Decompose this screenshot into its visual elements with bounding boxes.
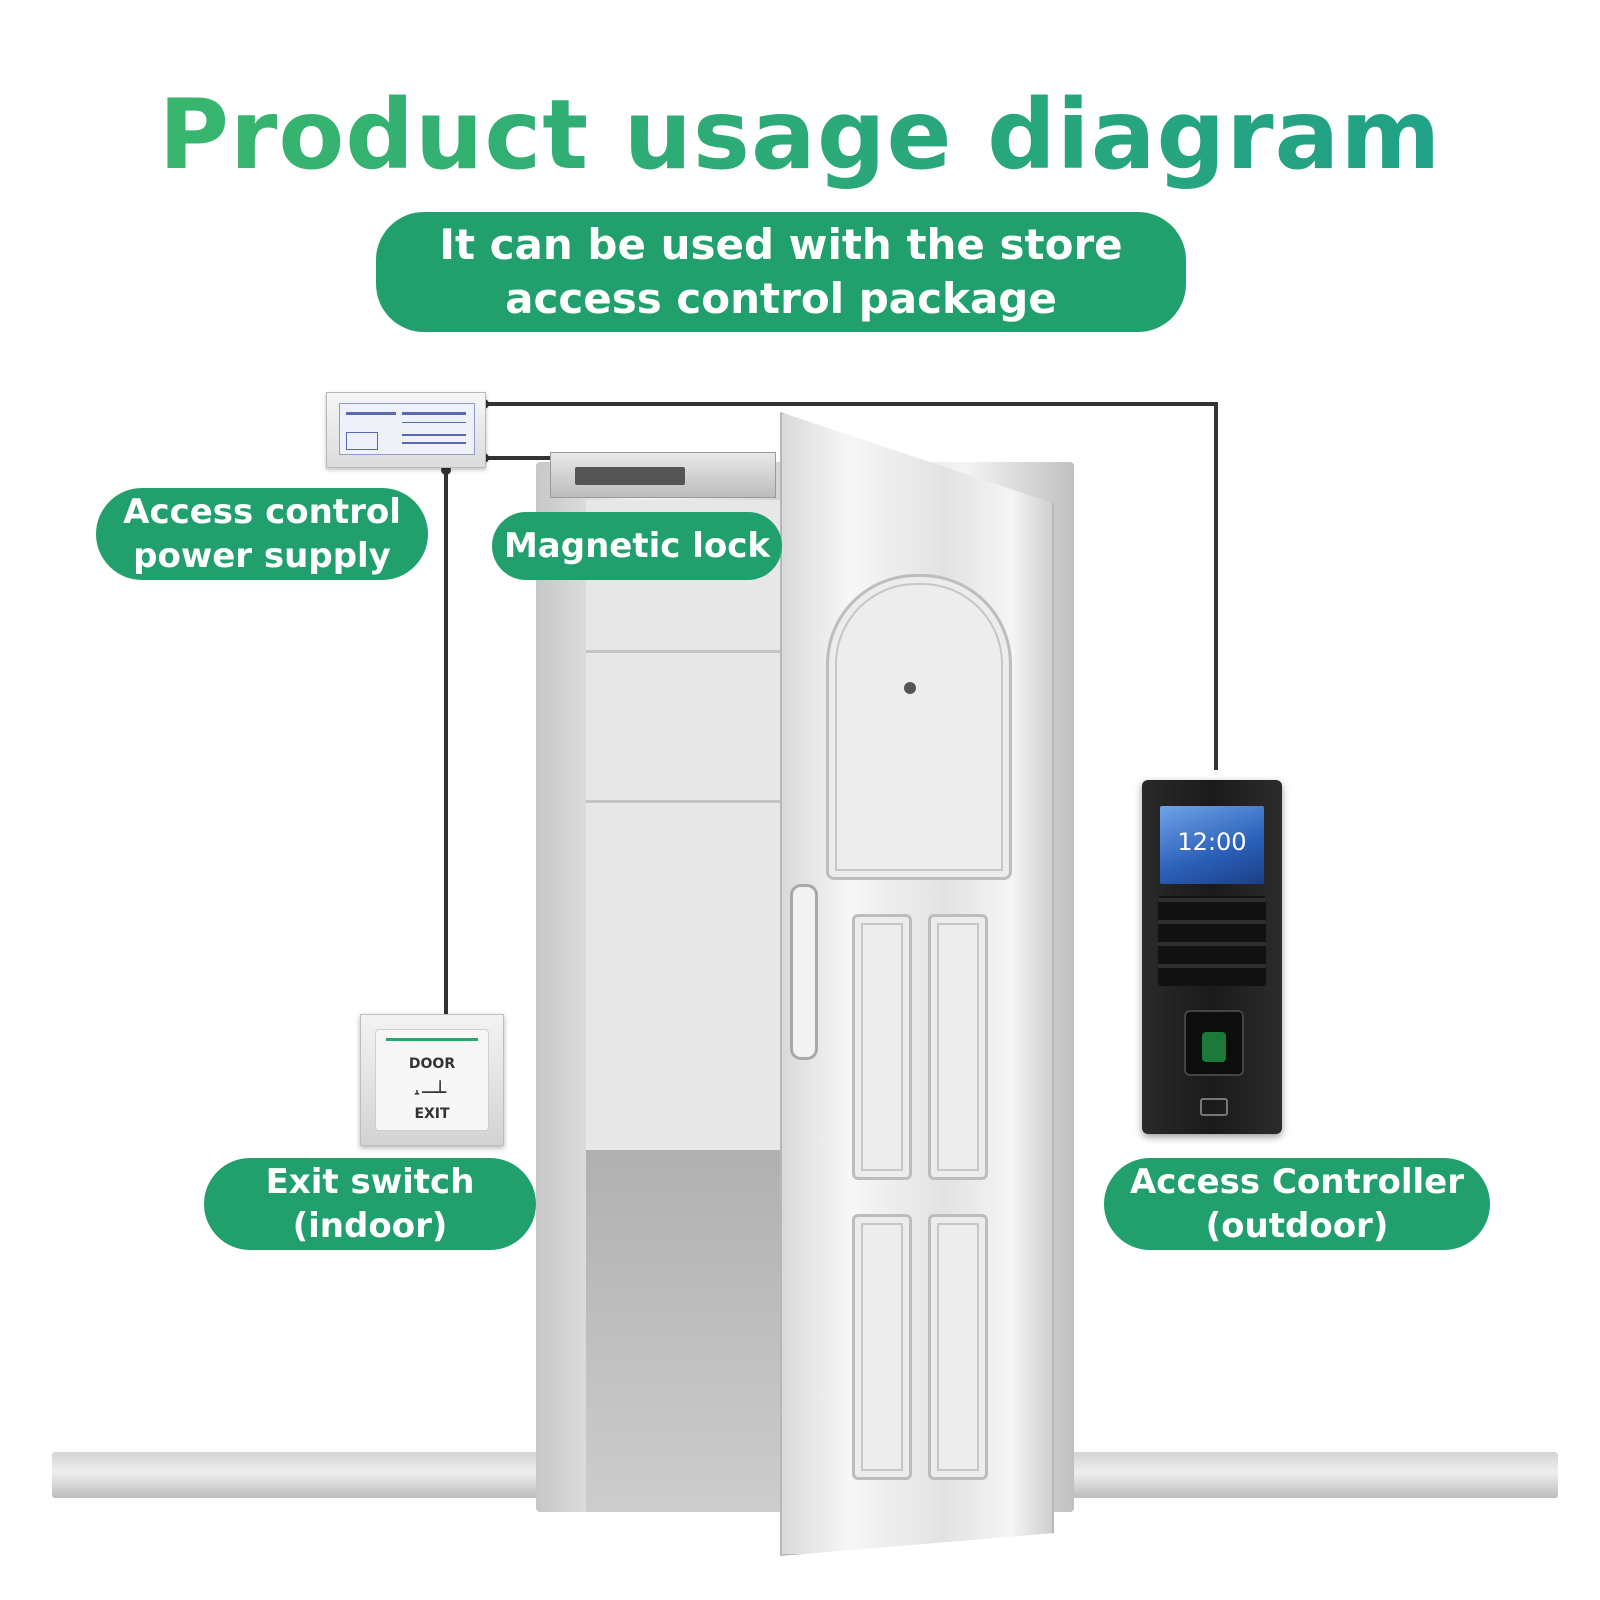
exit-switch-face: DOOR ˔─┴ EXIT [375, 1029, 489, 1131]
peephole [904, 682, 916, 694]
magnetic-lock-core [575, 467, 685, 485]
controller-keypad [1158, 896, 1266, 986]
door-panel [852, 1214, 912, 1480]
label-magnetic-lock: Magnetic lock [492, 512, 782, 580]
power-supply-box [326, 392, 486, 468]
controller-time: 12:00 [1177, 828, 1247, 856]
controller-screen: 12:00 [1160, 806, 1264, 884]
shelf-line [586, 800, 786, 803]
label-access-controller: Access Controller (outdoor) [1104, 1158, 1490, 1250]
door-panel [928, 914, 988, 1180]
page-title: Product usage diagram [0, 80, 1600, 190]
magnetic-lock [550, 452, 776, 498]
exit-switch-exit-text: EXIT [414, 1106, 450, 1122]
subtitle-banner: It can be used with the store access con… [376, 212, 1186, 332]
wire-psu-to-controller [484, 402, 1218, 770]
power-supply-label-plate [339, 403, 475, 455]
exit-switch: DOOR ˔─┴ EXIT [360, 1014, 504, 1146]
fingerprint-icon [1184, 1010, 1244, 1076]
access-controller-device: 12:00 [1142, 780, 1282, 1134]
key-icon: ˔─┴ [412, 1080, 447, 1104]
shelf-line [586, 650, 786, 653]
arch-panel [826, 574, 1012, 880]
label-power-supply: Access control power supply [96, 488, 428, 580]
subtitle-text: It can be used with the store access con… [439, 220, 1123, 323]
exit-switch-door-text: DOOR [408, 1056, 456, 1072]
door-panel [928, 1214, 988, 1480]
door-leaf [780, 412, 1054, 1556]
label-exit-switch: Exit switch (indoor) [204, 1158, 536, 1250]
door-handle [790, 884, 818, 1060]
door-panel [852, 914, 912, 1180]
exit-switch-indicator [386, 1038, 478, 1041]
card-reader-icon [1200, 1098, 1228, 1116]
